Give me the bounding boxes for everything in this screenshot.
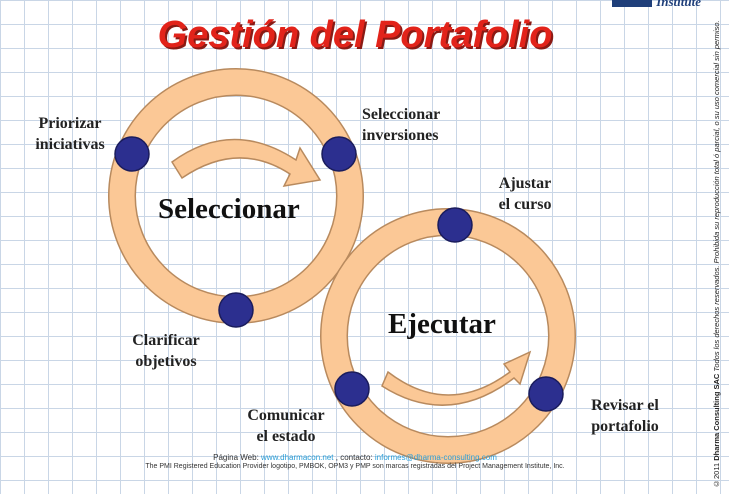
execute-cycle-arrow — [381, 350, 532, 406]
node-comunicar-dot — [334, 371, 370, 407]
side-copyright: ©2011 — [712, 462, 721, 488]
node-label-clarificar: Clarificar objetivos — [132, 332, 200, 370]
side-prohibition: Prohibida su reproducción total ó parcia… — [712, 20, 721, 264]
select-cycle-arrow — [170, 138, 322, 187]
institute-logo: Institute — [612, 0, 701, 10]
page-title: Gestión del Portafolio — [157, 14, 553, 56]
footer-email-link[interactable]: informes@dharma-consulting.com — [374, 453, 497, 462]
node-label-priorizar: Priorizar iniciativas — [35, 115, 105, 153]
side-copyright-note: ©2011 Dharma Consulting SAC Todos los de… — [712, 6, 724, 488]
select-cycle-nodes — [114, 136, 357, 328]
side-rights: Todos los derechos reservados. — [712, 265, 721, 372]
node-label-ajustar: Ajustar el curso — [498, 175, 552, 213]
logo-bar — [612, 0, 653, 8]
footer-contact-label: , contacto: — [335, 453, 373, 462]
footer-web-label: Página Web: — [213, 453, 259, 462]
execute-cycle-center-label: Ejecutar — [388, 308, 496, 340]
select-cycle-center-label: Seleccionar — [158, 193, 300, 225]
footer-web-link[interactable]: www.dharmacon.net — [261, 453, 334, 462]
execute-cycle-nodes — [334, 207, 564, 412]
node-clarificar-dot — [218, 292, 254, 328]
node-label-comunicar: Comunicar el estado — [247, 407, 325, 445]
footer-legal: The PMI Registered Education Provider lo… — [145, 463, 565, 470]
node-label-revisar: Revisar el portafolio — [591, 397, 659, 435]
node-revisar-dot — [528, 376, 564, 412]
node-ajustar-dot — [437, 207, 473, 243]
side-company: Dharma Consulting SAC — [712, 373, 721, 461]
node-label-seleccionar: Seleccionar inversiones — [362, 106, 441, 144]
logo-text: Institute — [656, 0, 701, 9]
footer-contact: Página Web: www.dharmacon.net , contacto… — [0, 453, 710, 462]
node-seleccionar-dot — [321, 136, 357, 172]
node-priorizar-dot — [114, 136, 150, 172]
